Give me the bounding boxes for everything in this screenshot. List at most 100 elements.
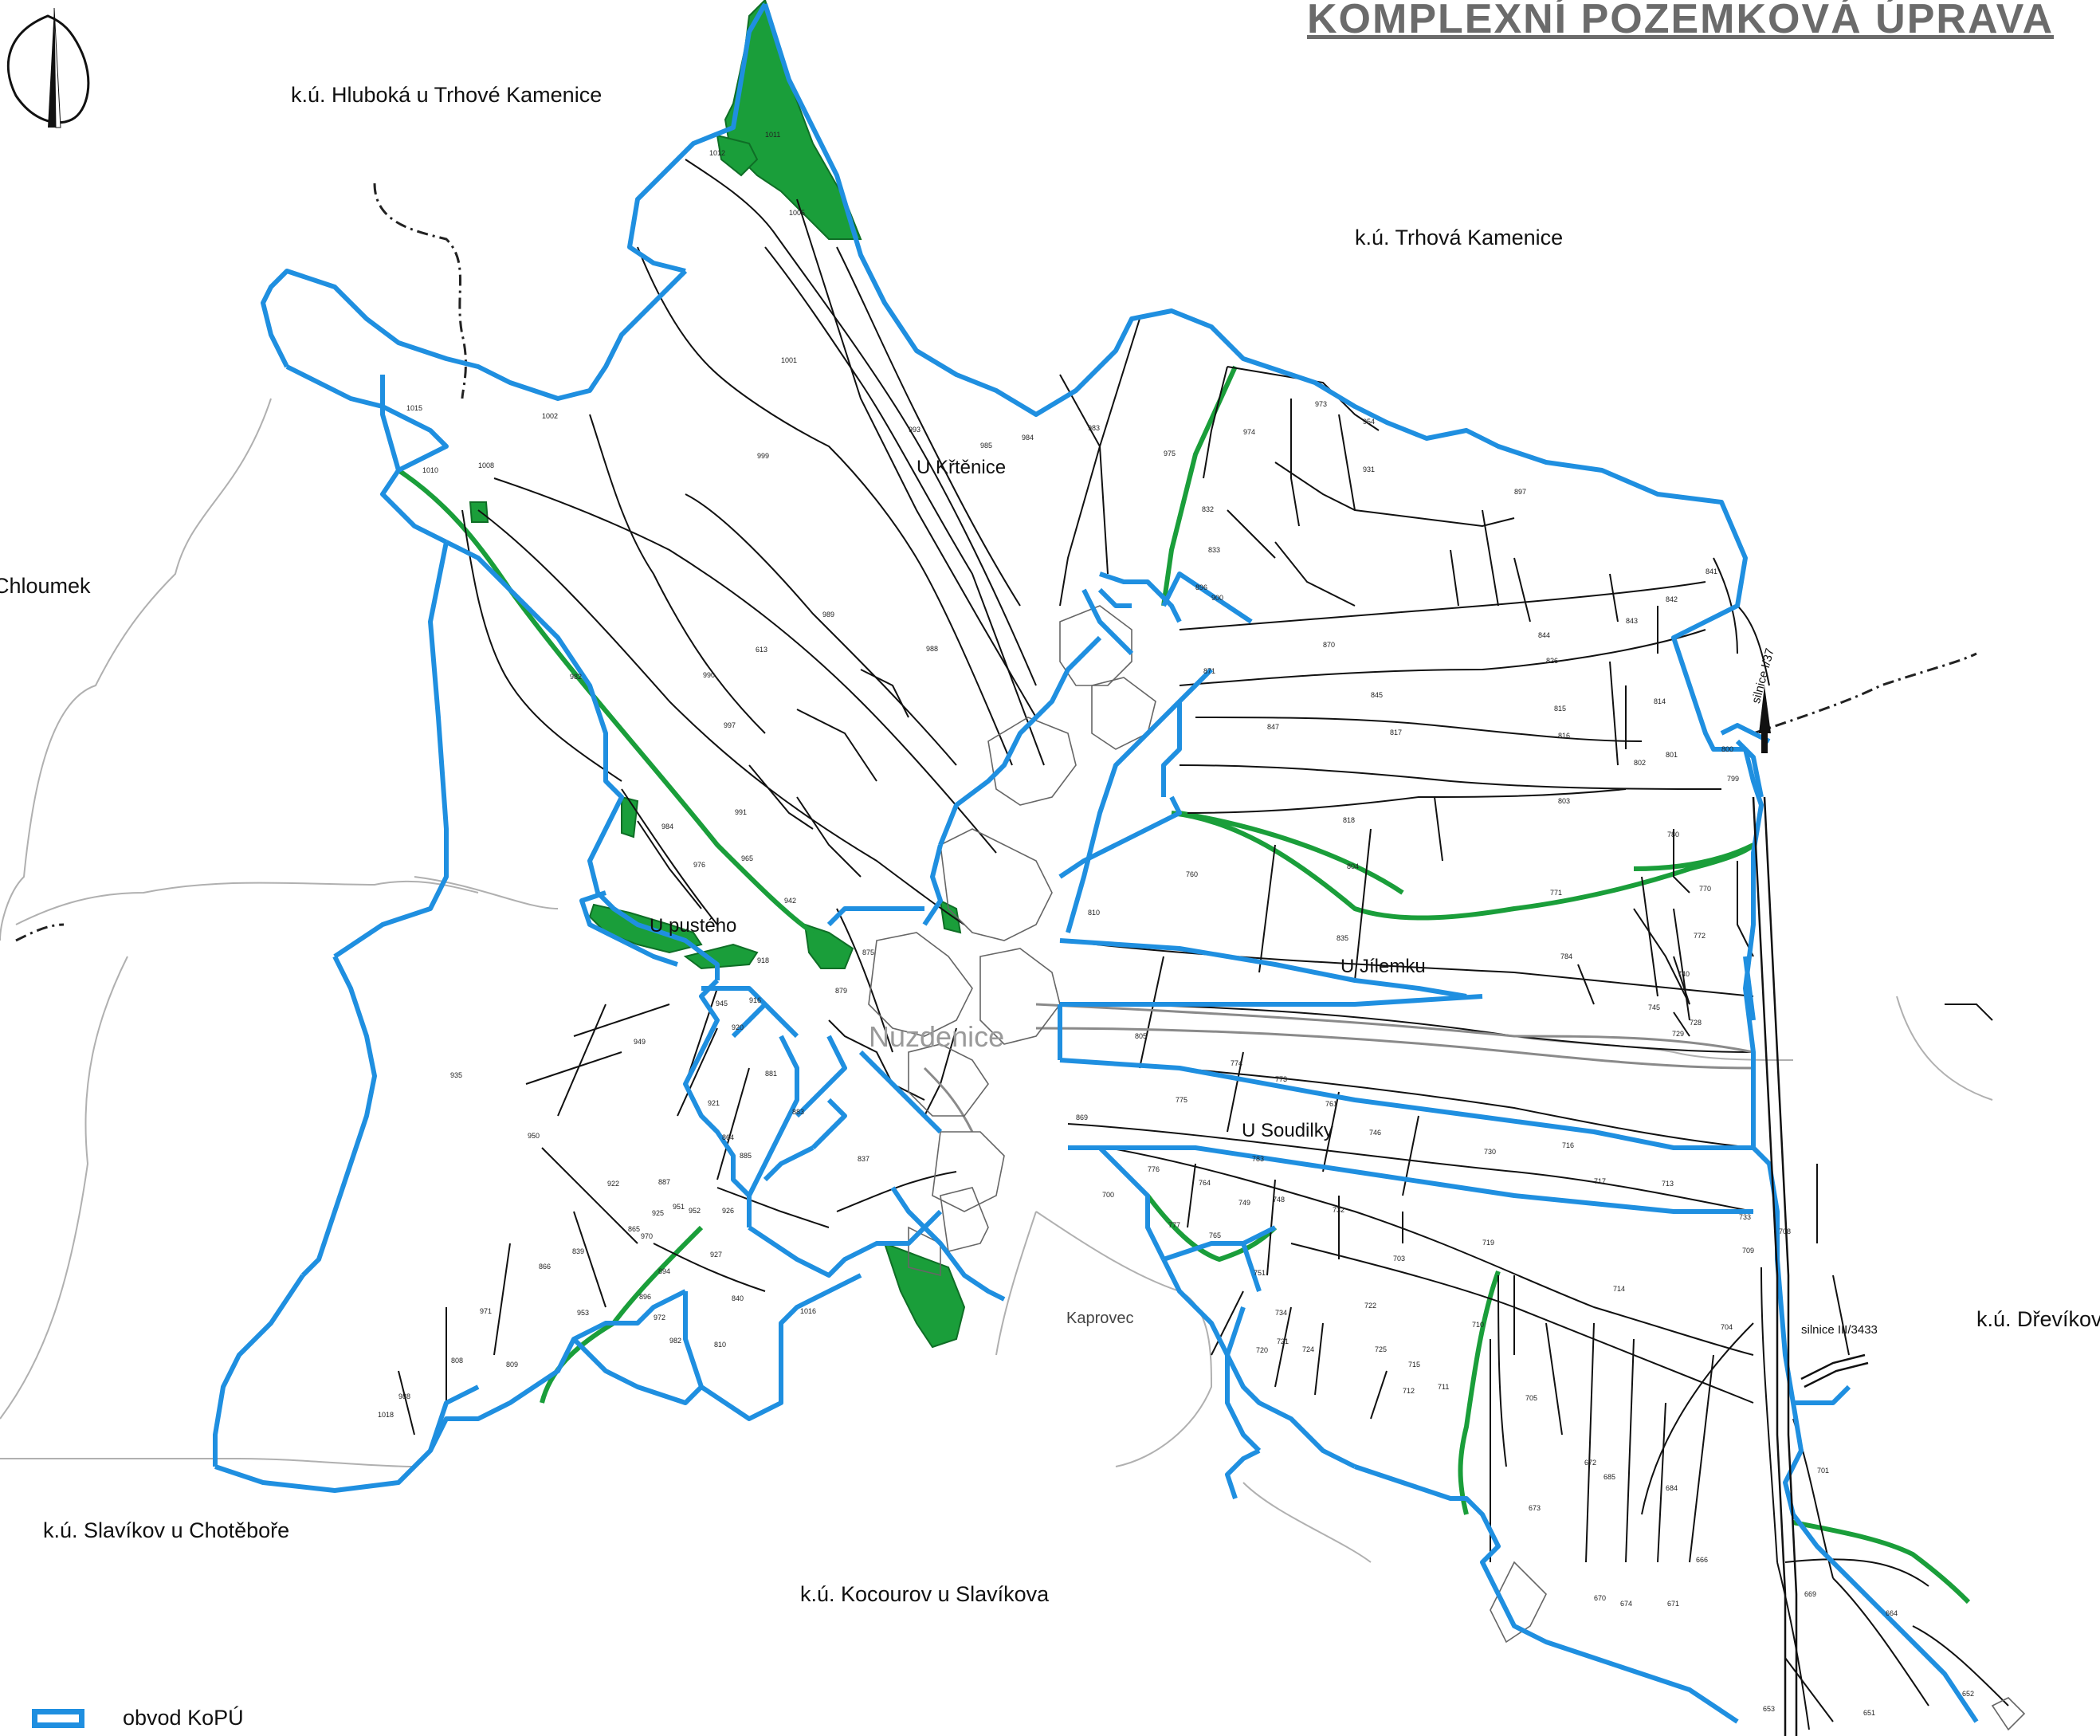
parcel-number: 837 — [858, 1155, 869, 1163]
parcel-number: 784 — [1560, 952, 1572, 960]
green-lines — [397, 365, 1971, 1604]
parcel-number: 927 — [710, 1251, 722, 1259]
parcel-number: 814 — [1654, 697, 1666, 705]
parcel-number: 810 — [1088, 909, 1100, 917]
parcel-number: 672 — [1584, 1459, 1596, 1467]
parcel-number: 712 — [1403, 1387, 1415, 1395]
parcel-number: 847 — [1267, 723, 1279, 731]
parcel-number: 670 — [1594, 1594, 1606, 1602]
parcel-number: 651 — [1863, 1709, 1875, 1717]
parcel-number: 999 — [757, 452, 769, 460]
parcel-number: 770 — [1699, 885, 1711, 893]
parcel-number: 982 — [570, 673, 582, 681]
parcel-number: 945 — [716, 1000, 728, 1007]
parcel-number: 845 — [1371, 691, 1383, 699]
parcel-number: 716 — [1562, 1141, 1574, 1149]
parcel-number: 809 — [506, 1361, 518, 1369]
parcel-number: 875 — [862, 949, 874, 956]
parcel-number: 1015 — [406, 404, 422, 412]
parcel-number: 725 — [1375, 1345, 1387, 1353]
legend: obvod KoPÚ — [32, 1706, 244, 1730]
parcel-number: 705 — [1525, 1394, 1537, 1402]
roads-grey — [923, 1003, 1754, 1133]
parcel-number: 800 — [1721, 745, 1733, 753]
parcel-number: 935 — [450, 1071, 462, 1079]
district-boundary — [15, 183, 1977, 942]
parcel-number: 652 — [1962, 1690, 1974, 1698]
parcel-number: 733 — [1739, 1213, 1751, 1221]
parcel-number: 990 — [703, 671, 715, 679]
parcel-number: 896 — [1195, 583, 1207, 591]
parcel-number: 709 — [1742, 1247, 1754, 1255]
parcel-number: 950 — [528, 1132, 540, 1140]
parcel-number: 835 — [1337, 934, 1348, 942]
parcel-number: 780 — [1667, 831, 1679, 839]
parcel-number: 684 — [1666, 1484, 1678, 1492]
parcel-number: 832 — [1202, 505, 1214, 513]
parcel-number: 840 — [732, 1294, 744, 1302]
parcel-number: 973 — [1315, 400, 1327, 408]
parcel-number: 674 — [1620, 1600, 1632, 1608]
parcel-number: 671 — [1667, 1600, 1679, 1608]
parcel-number: 765 — [1209, 1231, 1221, 1239]
parcel-number: 804 — [1347, 862, 1359, 870]
parcel-number: 1011 — [765, 131, 780, 139]
parcel-number: 749 — [1238, 1199, 1250, 1207]
parcel-number: 885 — [740, 1152, 752, 1160]
parcel-number: 985 — [980, 442, 992, 450]
parcel-numbers: 1011101210051001100210151010100899999398… — [378, 131, 1974, 1717]
locality-label-u-krtenice: U Křtěnice — [917, 457, 1007, 478]
parcel-number: 839 — [572, 1247, 584, 1255]
parcel-number: 864 — [722, 1133, 734, 1141]
parcel-number: 976 — [693, 861, 705, 869]
parcel-number: 931 — [1363, 465, 1375, 473]
neighbor-label-kocourov: k.ú. Kocourov u Slavíkova — [800, 1582, 1050, 1606]
parcel-number: 740 — [1678, 970, 1690, 978]
parcel-number: 949 — [634, 1038, 646, 1046]
kopu-boundary — [213, 2, 1979, 1724]
parcel-number: 775 — [1176, 1096, 1187, 1104]
parcel-number: 896 — [639, 1293, 651, 1301]
parcel-number: 925 — [652, 1209, 664, 1217]
parcel-number: 777 — [1168, 1221, 1180, 1229]
parcel-number: 710 — [1472, 1321, 1484, 1329]
parcel-number: 704 — [1721, 1323, 1733, 1331]
parcel-number: 984 — [661, 823, 673, 831]
parcel-number: 922 — [607, 1180, 619, 1188]
parcel-number: 664 — [1886, 1609, 1898, 1617]
parcel-number: 746 — [1369, 1129, 1381, 1137]
parcel-number: 954 — [1363, 418, 1375, 426]
parcel-number: 708 — [1779, 1227, 1791, 1235]
parcel-number: 991 — [735, 808, 747, 816]
parcel-number: 761 — [1325, 1100, 1337, 1108]
parcel-number: 900 — [1211, 594, 1223, 602]
locality-label-u-pusteho: U pustého — [650, 915, 737, 937]
parcel-number: 883 — [792, 1108, 804, 1116]
parcel-number: 760 — [1186, 870, 1198, 878]
locality-label-u-soudilky: U Soudilky — [1242, 1120, 1333, 1141]
parcel-number: 921 — [708, 1099, 720, 1107]
neighbor-label-slavikov: k.ú. Slavíkov u Chotěboře — [43, 1518, 290, 1542]
parcel-number: 776 — [1148, 1165, 1160, 1173]
road-i37 — [1752, 796, 1869, 1736]
road-label-iii3433: silnice III/3433 — [1801, 1323, 1878, 1337]
road-arrow — [1759, 685, 1771, 753]
parcel-number: 714 — [1613, 1285, 1625, 1293]
parcel-number: 745 — [1648, 1004, 1660, 1011]
parcel-number: 871 — [1203, 667, 1215, 675]
parcel-number: 685 — [1603, 1473, 1615, 1481]
parcel-number: 989 — [822, 611, 834, 619]
parcel-number: 842 — [1666, 595, 1678, 603]
parcel-number: 771 — [1550, 889, 1562, 897]
parcel-number: 713 — [1662, 1180, 1674, 1188]
legend-label: obvod KoPÚ — [123, 1706, 244, 1730]
parcel-number: 982 — [669, 1337, 681, 1345]
parcel-number: 666 — [1696, 1556, 1708, 1564]
parcel-number: 918 — [757, 956, 769, 964]
legend-boundary-swatch — [32, 1708, 84, 1728]
parcel-number: 728 — [1690, 1019, 1702, 1027]
neighbor-boundaries — [0, 398, 1993, 1563]
parcel-number: 1018 — [378, 1411, 394, 1419]
parcel-number: 703 — [1393, 1255, 1405, 1263]
parcel-number: 711 — [1438, 1383, 1449, 1391]
